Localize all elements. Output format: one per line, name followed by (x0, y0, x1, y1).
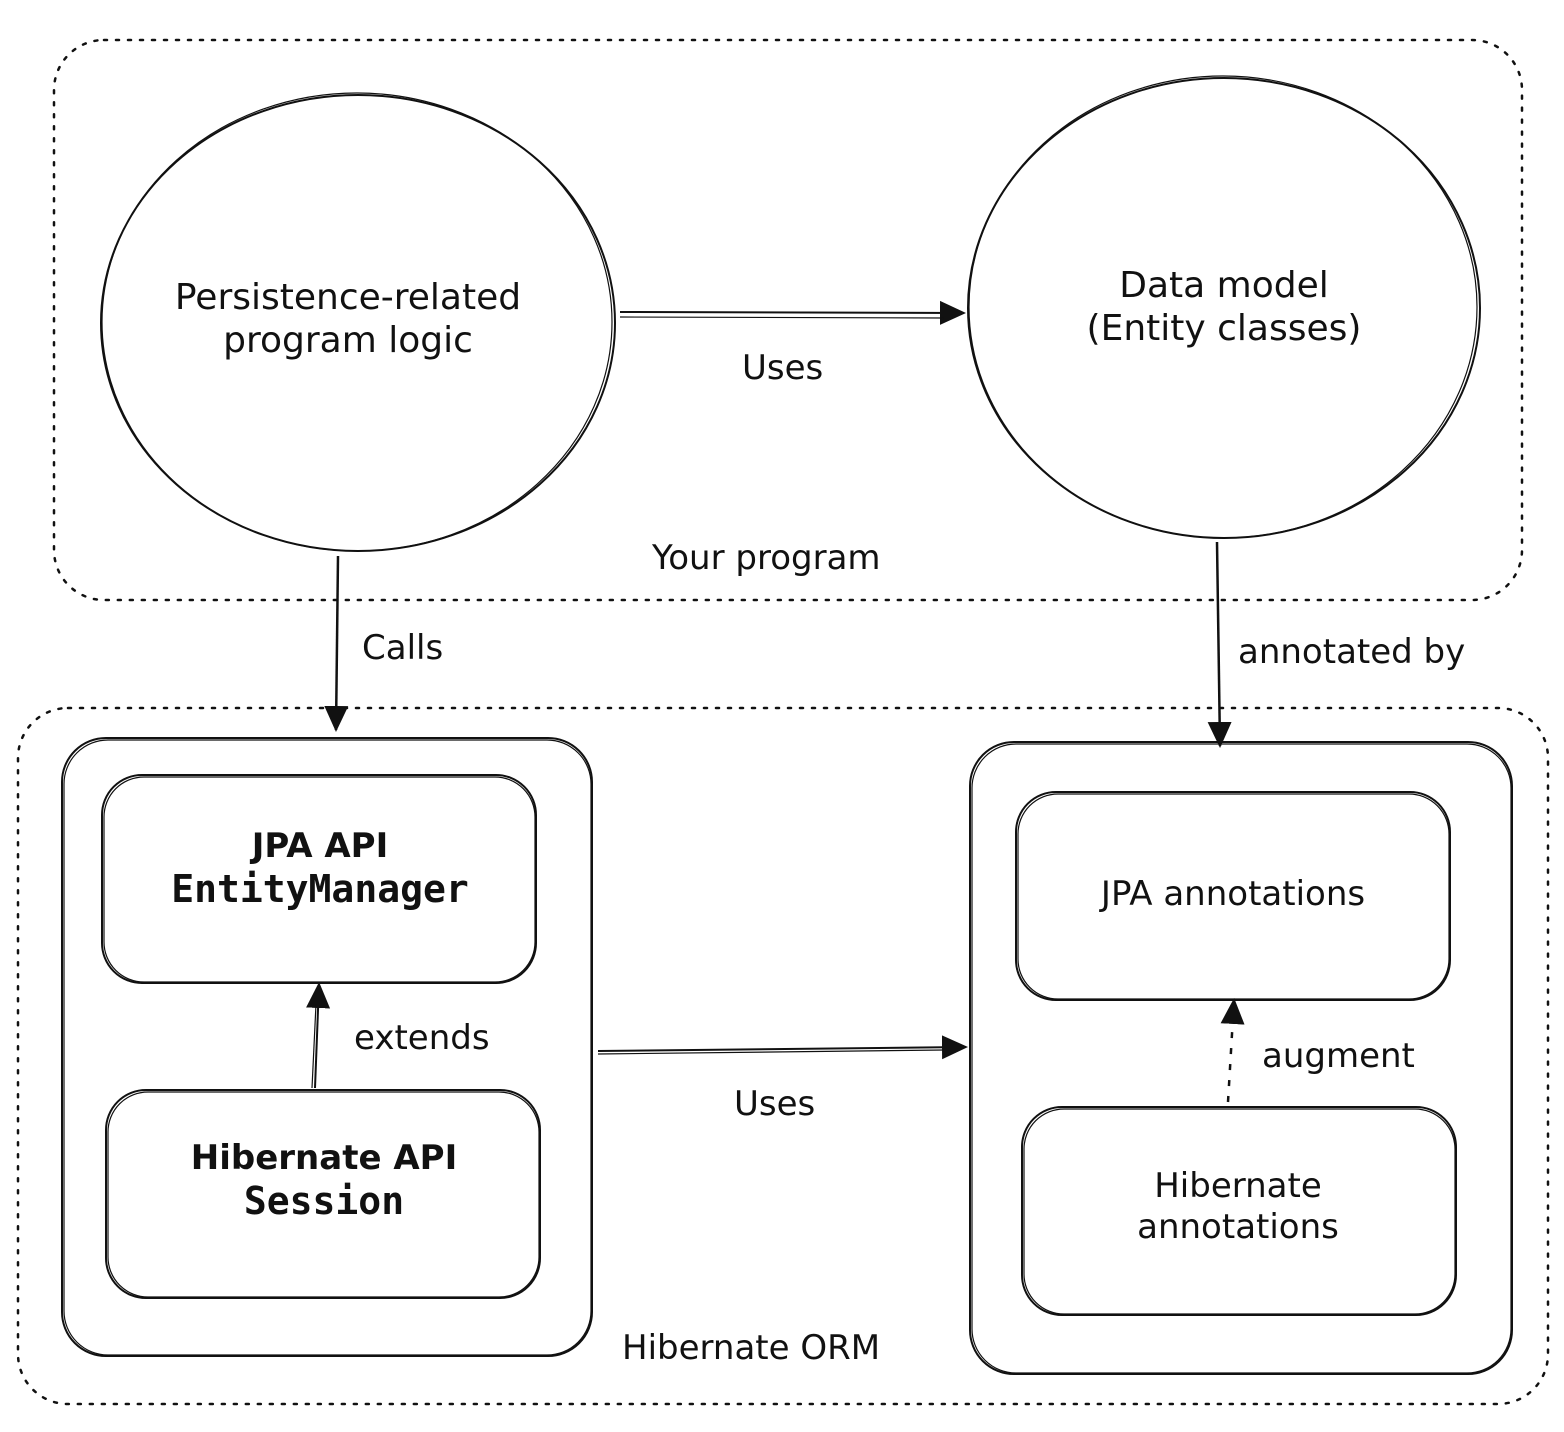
jpa-api-line1: JPA API (251, 826, 389, 866)
hibernate-orm-group-label: Hibernate ORM (622, 1328, 881, 1368)
hibernate-api-line2: Session (243, 1178, 405, 1223)
jpa-annotations-label: JPA annotations (1100, 874, 1366, 914)
extends-label: extends (354, 1018, 490, 1058)
data-model-label: Data model (Entity classes) (1087, 264, 1362, 350)
persistence-logic-line2: program logic (223, 320, 473, 362)
data-model-line2: (Entity classes) (1086, 308, 1362, 350)
hibernate-api-box (105, 1089, 541, 1299)
hibernate-annotations-label: Hibernate annotations (1137, 1166, 1339, 1248)
augment-label: augment (1262, 1036, 1415, 1076)
your-program-group (52, 38, 1524, 602)
jpa-api-label: JPA API EntityManager (171, 826, 468, 912)
edge-augment (1220, 998, 1245, 1103)
data-model-line1: Data model (1119, 265, 1329, 306)
annotations-container (969, 741, 1513, 1375)
annotated-by-label: annotated by (1238, 632, 1466, 672)
hibernate-annotations-box (1021, 1106, 1457, 1316)
hibernate-api-line1: Hibernate API (190, 1138, 458, 1178)
edge-uses-bottom (597, 1035, 968, 1060)
persistence-logic-node (100, 92, 616, 552)
persistence-logic-line1: Persistence-related (174, 277, 522, 318)
jpa-api-line2: EntityManager (171, 866, 469, 911)
your-program-group-label: Your program (652, 538, 881, 578)
data-model-node (967, 75, 1481, 539)
hibernate-annotations-line2: annotations (1137, 1206, 1339, 1247)
edge-uses-top (619, 300, 966, 325)
edge-calls (324, 555, 349, 732)
uses-top-label: Uses (742, 348, 824, 388)
uses-bottom-label: Uses (734, 1084, 816, 1124)
edge-extends (306, 982, 331, 1089)
edge-annotated-by (1207, 541, 1232, 748)
persistence-logic-label: Persistence-related program logic (175, 276, 521, 362)
hibernate-api-container (61, 737, 593, 1357)
calls-label: Calls (362, 628, 444, 668)
hibernate-api-label: Hibernate API Session (191, 1138, 457, 1224)
hibernate-annotations-line1: Hibernate (1154, 1166, 1322, 1206)
